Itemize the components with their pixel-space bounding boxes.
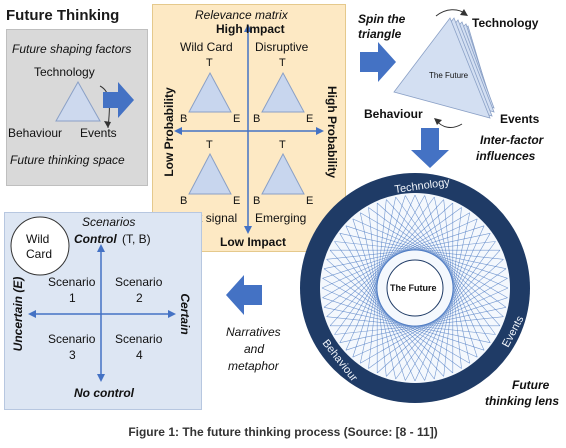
vertex-e-emerging: E — [306, 195, 314, 207]
arrow-factors-to-matrix — [103, 82, 134, 118]
factors-triangle — [55, 80, 101, 122]
lens-string-art — [321, 194, 509, 382]
vertex-t-weak-signal: T — [206, 139, 213, 151]
wild-card-line2: Card — [26, 247, 53, 261]
inter-factor-line2: influences — [476, 149, 536, 163]
vertex-b-disruptive: B — [253, 113, 261, 125]
scenarios-certain-label: Certain — [178, 293, 192, 335]
spin-events-label: Events — [500, 112, 540, 126]
vertex-t-disruptive: T — [279, 57, 286, 69]
scenario-2-line2: 2 — [136, 291, 143, 305]
narratives-line3: metaphor — [228, 359, 279, 373]
scenarios-no-control-label: No control — [74, 386, 134, 400]
vertex-t-emerging: T — [279, 139, 286, 151]
vertex-b-weak-signal: B — [180, 195, 188, 207]
wild-card-circle — [10, 216, 70, 276]
quadrant-label-disruptive: Disruptive — [255, 40, 309, 54]
spin-label-line2: triangle — [358, 27, 402, 41]
factors-space-label: Future thinking space — [10, 153, 125, 167]
arrow-spin-to-lens — [411, 128, 449, 168]
quadrant-label-wild-card: Wild Card — [180, 40, 233, 54]
relevance-matrix-panel — [152, 4, 346, 252]
vertex-e-wild-card: E — [233, 113, 241, 125]
matrix-high-impact: High Impact — [216, 22, 285, 36]
factors-events-label: Events — [80, 126, 117, 140]
string-art-chord — [360, 278, 508, 364]
lens-label-line1: Future — [512, 378, 550, 392]
scenarios-control-label: Control — [74, 232, 117, 246]
scenario-4-line1: Scenario — [115, 332, 163, 346]
factors-heading: Future shaping factors — [12, 42, 132, 56]
lens-center-disc — [386, 259, 444, 317]
vertex-e-disruptive: E — [306, 113, 314, 125]
wild-card-line1: Wild — [26, 232, 50, 246]
arrow-matrix-to-spin — [360, 42, 396, 82]
narratives-line1: Narratives — [226, 325, 281, 339]
scenario-1-line1: Scenario — [48, 275, 96, 289]
vertex-b-wild-card: B — [180, 113, 188, 125]
scenario-4-line2: 4 — [136, 348, 143, 362]
scenario-2-line1: Scenario — [115, 275, 163, 289]
narratives-line2: and — [244, 342, 265, 356]
figure-caption: Figure 1: The future thinking process (S… — [128, 425, 438, 439]
vertex-t-wild-card: T — [206, 57, 213, 69]
spin-technology-label: Technology — [472, 16, 539, 30]
scenarios-control-suffix: (T, B) — [122, 232, 151, 246]
matrix-low-impact: Low Impact — [220, 235, 287, 249]
matrix-triangle-emerging — [261, 152, 305, 195]
spinning-triangles — [393, 17, 495, 119]
matrix-triangle-wild-card — [188, 71, 232, 113]
scenario-3-line2: 3 — [69, 348, 76, 362]
spin-the-future-label: The Future — [429, 71, 469, 80]
quadrant-label-emerging: Emerging — [255, 211, 307, 225]
factors-behaviour-label: Behaviour — [8, 126, 63, 140]
spin-behaviour-label: Behaviour — [364, 107, 423, 121]
scenarios-heading: Scenarios — [82, 215, 136, 229]
matrix-triangle-disruptive — [261, 71, 305, 113]
scenario-1-line2: 1 — [69, 291, 76, 305]
matrix-triangle-weak-signal — [188, 152, 232, 195]
page-title: Future Thinking — [6, 7, 120, 24]
spin-label-line1: Spin the — [358, 12, 406, 26]
inter-factor-line1: Inter-factor — [480, 133, 544, 147]
scenario-3-line1: Scenario — [48, 332, 96, 346]
lens-the-future-label: The Future — [390, 283, 437, 293]
arrow-lens-to-scenarios — [226, 275, 262, 315]
scenarios-uncertain-label: Uncertain (E) — [11, 276, 25, 352]
vertex-e-weak-signal: E — [233, 195, 241, 207]
lens-label-line2: thinking lens — [485, 394, 560, 408]
factors-technology-label: Technology — [34, 65, 95, 79]
vertex-b-emerging: B — [253, 195, 261, 207]
matrix-heading: Relevance matrix — [195, 8, 288, 22]
